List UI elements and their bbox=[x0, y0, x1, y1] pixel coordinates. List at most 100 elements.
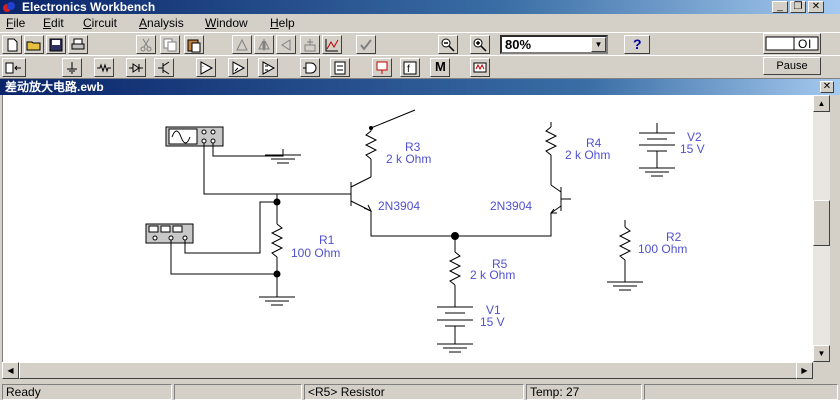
flipflop-icon bbox=[334, 61, 346, 75]
app-title: Electronics Workbench bbox=[22, 0, 156, 14]
status-empty-1 bbox=[174, 384, 302, 400]
properties-check-icon bbox=[360, 39, 372, 51]
flip-horizontal-button[interactable] bbox=[254, 35, 274, 54]
analog-ic-bin-button[interactable]: - bbox=[196, 58, 216, 77]
favorites-bin-button[interactable] bbox=[2, 58, 26, 77]
v1-value: 15 V bbox=[480, 315, 505, 329]
graph-icon bbox=[325, 39, 339, 52]
help-question-label: ? bbox=[633, 36, 642, 52]
parts-bin-toolbar: - f M bbox=[0, 55, 840, 79]
clipboard-paste-icon bbox=[187, 39, 201, 53]
junction-dot bbox=[273, 270, 281, 278]
misc-label: M bbox=[435, 59, 446, 74]
flip-horizontal-icon bbox=[258, 39, 270, 51]
document-title-bar: 差动放大电路.ewb ✕ bbox=[0, 79, 840, 95]
svg-text:I: I bbox=[808, 37, 811, 51]
circuit-canvas[interactable]: R3 2 k Ohm R4 2 k Ohm V2 15 V 2N3904 2N3… bbox=[2, 95, 813, 362]
zoom-in-icon bbox=[473, 38, 487, 52]
multimeter-instrument[interactable] bbox=[145, 223, 194, 244]
pause-button[interactable]: Pause bbox=[763, 57, 821, 75]
rotate-button[interactable] bbox=[232, 35, 252, 54]
r3-name: R3 bbox=[405, 140, 421, 154]
menu-file[interactable]: File bbox=[6, 16, 26, 30]
dropdown-arrow-icon[interactable]: ▼ bbox=[591, 37, 606, 52]
transistor-icon bbox=[158, 61, 170, 75]
opamp-icon: - bbox=[200, 61, 214, 75]
r1-value: 100 Ohm bbox=[291, 246, 340, 260]
new-file-icon bbox=[7, 38, 18, 52]
indicator-icon bbox=[376, 61, 388, 74]
flip-vertical-button[interactable] bbox=[276, 35, 296, 54]
diodes-bin-button[interactable] bbox=[126, 58, 146, 77]
standard-toolbar: 80% ▼ ? bbox=[0, 32, 840, 56]
new-file-button[interactable] bbox=[2, 35, 22, 54]
instruments-bin-button[interactable] bbox=[470, 58, 490, 77]
scroll-right-arrow-icon[interactable]: ▶ bbox=[796, 362, 813, 379]
subcircuit-button[interactable] bbox=[300, 35, 320, 54]
zoom-in-button[interactable] bbox=[470, 35, 490, 54]
horizontal-scrollbar[interactable]: ◀ ▶ bbox=[2, 362, 813, 379]
vertical-scroll-thumb[interactable] bbox=[813, 200, 830, 246]
document-close-button[interactable]: ✕ bbox=[820, 81, 834, 93]
paste-button[interactable] bbox=[184, 35, 204, 54]
open-folder-icon bbox=[26, 41, 41, 51]
menu-window[interactable]: Window bbox=[205, 16, 248, 30]
status-bar: Ready <R5> Resistor Temp: 27 bbox=[0, 382, 840, 400]
controls-bin-button[interactable]: f bbox=[400, 58, 420, 77]
component-properties-button[interactable] bbox=[356, 35, 376, 54]
menu-bar: File Edit Circuit Analysis Window Help bbox=[0, 14, 840, 32]
menu-edit[interactable]: Edit bbox=[43, 16, 64, 30]
oscilloscope-instrument[interactable] bbox=[165, 126, 224, 147]
q2-model: 2N3904 bbox=[490, 199, 532, 213]
svg-text:O: O bbox=[798, 37, 807, 51]
resistor-icon bbox=[97, 63, 111, 73]
title-bar: Electronics Workbench _ ❐ ✕ bbox=[0, 0, 840, 14]
maximize-button[interactable]: ❐ bbox=[790, 1, 806, 13]
digital-ic-bin-button[interactable] bbox=[258, 58, 278, 77]
scissors-icon bbox=[140, 38, 152, 52]
logic-gate-icon bbox=[303, 62, 317, 74]
miscellaneous-bin-button[interactable]: M bbox=[430, 58, 450, 77]
cut-button[interactable] bbox=[136, 35, 156, 54]
r2-name: R2 bbox=[666, 230, 682, 244]
zoom-level-value: 80% bbox=[505, 37, 532, 52]
save-button[interactable] bbox=[46, 35, 66, 54]
mixed-ic-bin-button[interactable] bbox=[228, 58, 248, 77]
zoom-out-button[interactable] bbox=[438, 35, 458, 54]
minimize-button[interactable]: _ bbox=[772, 1, 788, 13]
copy-button[interactable] bbox=[160, 35, 180, 54]
open-file-button[interactable] bbox=[24, 35, 44, 54]
instrument-icon bbox=[473, 62, 487, 73]
logic-gates-bin-button[interactable] bbox=[300, 58, 320, 77]
r5-value: 2 k Ohm bbox=[470, 268, 515, 282]
graph-button[interactable] bbox=[322, 35, 342, 54]
print-button[interactable] bbox=[68, 35, 88, 54]
copy-icon bbox=[163, 38, 177, 52]
scroll-left-arrow-icon[interactable]: ◀ bbox=[2, 362, 19, 379]
scroll-down-arrow-icon[interactable]: ▼ bbox=[813, 345, 830, 362]
sources-bin-button[interactable] bbox=[62, 58, 82, 77]
digital-ic-icon bbox=[262, 61, 276, 75]
vertical-scrollbar[interactable]: ▲ ▼ bbox=[813, 95, 830, 362]
status-selection: <R5> Resistor bbox=[304, 384, 524, 400]
zoom-level-select[interactable]: 80% ▼ bbox=[500, 35, 608, 54]
digital-bin-button[interactable] bbox=[330, 58, 350, 77]
scroll-up-arrow-icon[interactable]: ▲ bbox=[813, 95, 830, 112]
schematic: R3 2 k Ohm R4 2 k Ohm V2 15 V 2N3904 2N3… bbox=[145, 109, 705, 353]
help-button[interactable]: ? bbox=[624, 35, 650, 54]
transistors-bin-button[interactable] bbox=[154, 58, 174, 77]
switch-contact bbox=[369, 126, 373, 130]
flip-vertical-icon bbox=[281, 39, 291, 51]
close-button[interactable]: ✕ bbox=[808, 1, 824, 13]
menu-help[interactable]: Help bbox=[270, 16, 295, 30]
horizontal-scroll-thumb[interactable] bbox=[19, 362, 799, 379]
indicators-bin-button[interactable] bbox=[372, 58, 392, 77]
power-switch-icon: O I bbox=[765, 36, 819, 51]
menu-circuit[interactable]: Circuit bbox=[83, 16, 118, 30]
mixed-ic-icon bbox=[232, 61, 246, 75]
basic-bin-button[interactable] bbox=[94, 58, 114, 77]
rotate-icon bbox=[236, 38, 248, 51]
menu-analysis[interactable]: Analysis bbox=[139, 16, 184, 30]
svg-text:-: - bbox=[202, 64, 204, 70]
power-switch[interactable]: O I bbox=[763, 33, 821, 54]
